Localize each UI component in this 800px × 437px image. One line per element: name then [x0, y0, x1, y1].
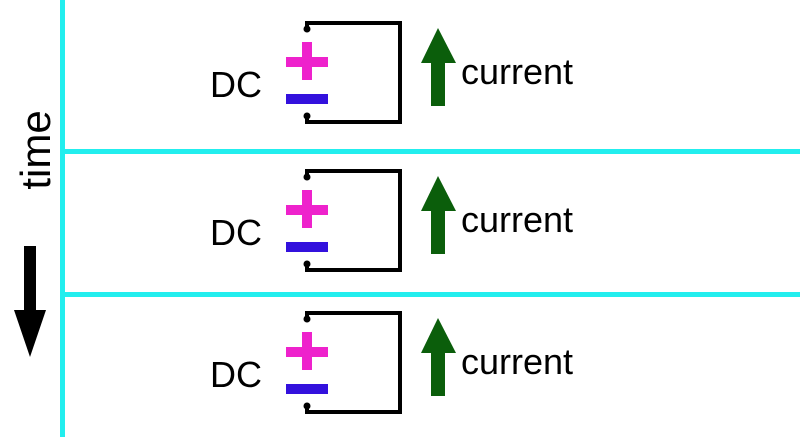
current-label: current	[461, 199, 573, 240]
minus-terminal-icon	[286, 384, 328, 394]
panel-1: DC current	[210, 21, 573, 124]
circuit-wire	[305, 169, 402, 272]
panel-3: DC current	[210, 311, 573, 414]
time-axis-label: time	[12, 110, 59, 189]
panel-2: DC current	[210, 169, 573, 272]
wire-terminal-bottom	[303, 402, 311, 410]
wire-terminal-top	[303, 173, 311, 181]
dc-source-label: DC	[210, 212, 262, 253]
wire-terminal-top	[303, 315, 311, 323]
circuit-wire	[305, 311, 402, 414]
wire-terminal-bottom	[303, 112, 311, 120]
current-label: current	[461, 51, 573, 92]
plus-terminal-icon	[286, 332, 328, 370]
dc-source-label: DC	[210, 64, 262, 105]
circuit-wire	[305, 21, 402, 124]
arrow-up-icon	[421, 176, 456, 254]
arrow-up-icon	[421, 318, 456, 396]
current-label: current	[461, 341, 573, 382]
plus-terminal-icon	[286, 42, 328, 80]
arrow-up-icon	[421, 28, 456, 106]
minus-terminal-icon	[286, 94, 328, 104]
wire-terminal-top	[303, 25, 311, 33]
dc-source-label: DC	[210, 354, 262, 395]
wire-terminal-bottom	[303, 260, 311, 268]
plus-terminal-icon	[286, 190, 328, 228]
minus-terminal-icon	[286, 242, 328, 252]
arrow-down-icon	[14, 246, 46, 357]
